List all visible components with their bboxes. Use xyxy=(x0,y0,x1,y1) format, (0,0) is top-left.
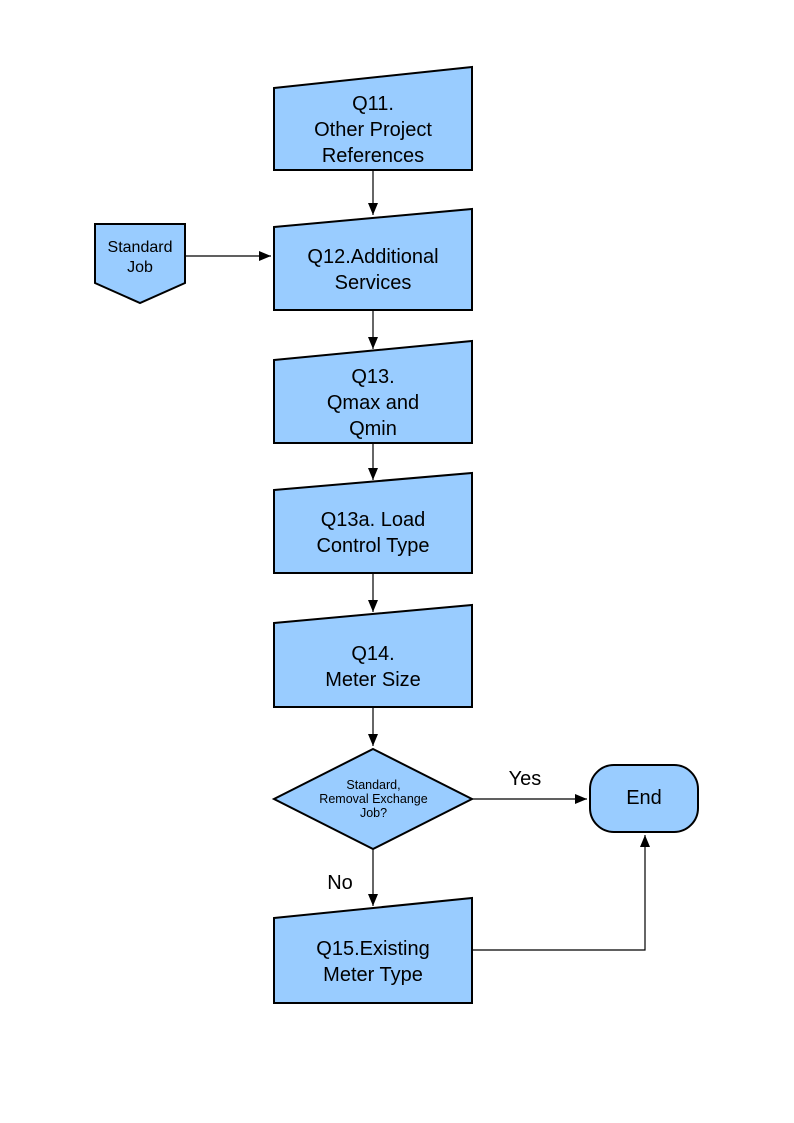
end-terminator-shape xyxy=(589,764,699,833)
connector-q15-to-end xyxy=(472,835,650,951)
q13a-node-shape xyxy=(273,471,473,574)
decision-diamond-shape xyxy=(271,747,475,851)
q14-node-shape xyxy=(273,603,473,708)
q11-node-shape xyxy=(273,65,473,171)
q12-node-shape xyxy=(273,207,473,311)
q15-node-shape xyxy=(273,896,473,1004)
q13-node-shape xyxy=(273,339,473,444)
standard-job-node-shape xyxy=(94,223,186,305)
